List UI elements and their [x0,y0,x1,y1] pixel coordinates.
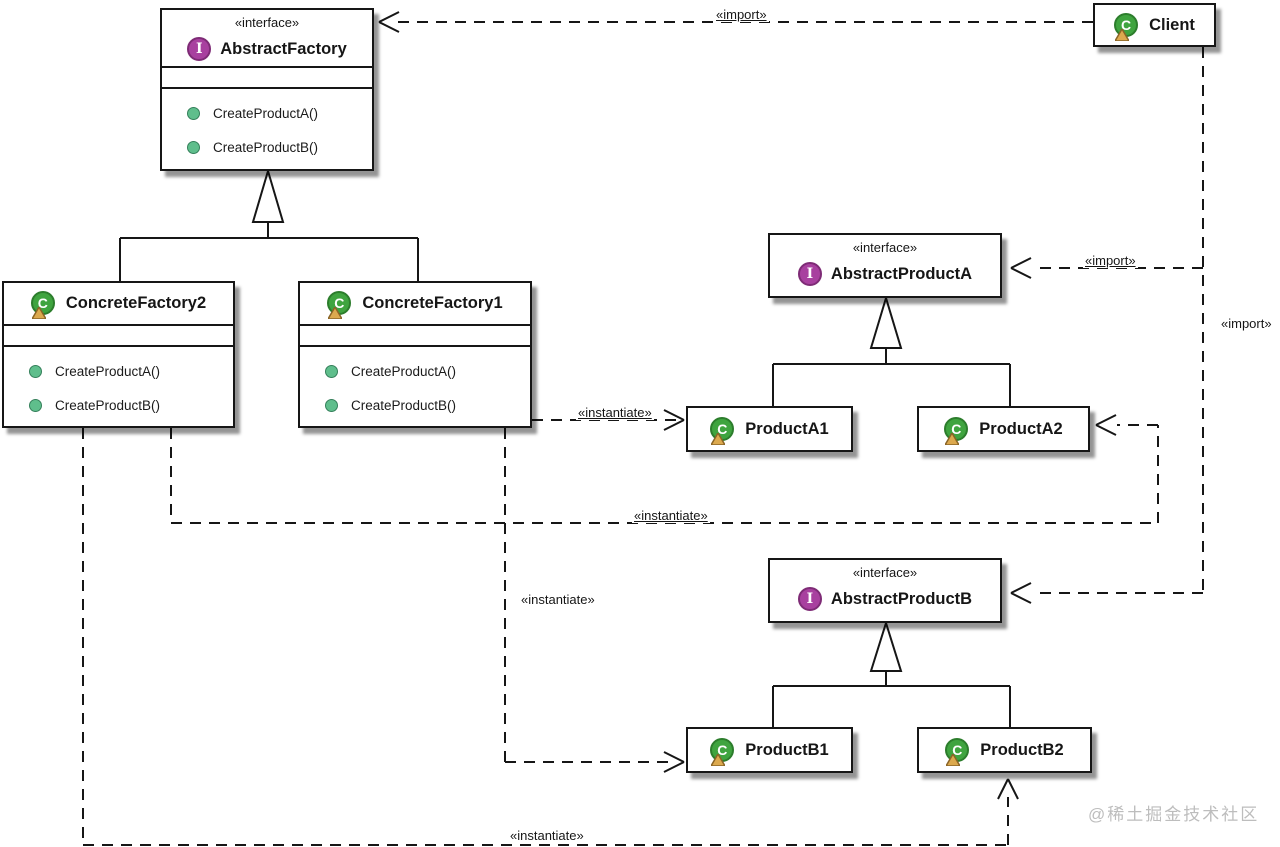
method-label: CreateProductB() [213,139,319,155]
class-badge-triangle-icon [711,753,726,766]
edge-client-import-abstractfactory [378,11,1093,33]
compartment-divider [162,87,372,89]
edge-label-instantiate-b2[interactable]: «instantiate» [510,828,584,843]
method-icon [187,106,200,120]
stereotype-label: «interface» [234,15,300,30]
compartment-divider [4,345,233,347]
interface-icon: I [797,587,822,611]
compartment-divider [300,345,530,347]
method-label: CreateProductB() [351,397,457,413]
method-row[interactable]: CreateProductA() [4,354,233,388]
method-icon [187,140,200,154]
class-icon: C [945,737,971,766]
compartment-divider [162,66,372,68]
class-name: ProductB1 [745,740,829,759]
method-row[interactable]: CreateProductB() [300,388,530,422]
method-label: CreateProductB() [55,397,161,413]
edge-label-import-product-b[interactable]: «import» [1221,316,1272,331]
class-name: ConcreteFactory2 [65,294,207,312]
compartment-divider [4,324,233,326]
class-name: AbstractProductB [830,589,973,608]
stereotype-label: «interface» [852,240,918,255]
method-row[interactable]: CreateProductA() [300,354,530,388]
method-label: CreateProductA() [55,363,161,379]
interface-icon: I [187,37,212,61]
class-box-abstract-product-a[interactable]: «interface» I AbstractProductA [768,233,1002,298]
edge-factory2-instantiate-productb2 [82,428,1019,846]
stereotype-label: «interface» [852,565,918,580]
class-box-product-b2[interactable]: C ProductB2 [917,727,1092,773]
edge-inheritance-product-a [772,294,1011,406]
method-row[interactable]: CreateProductB() [162,130,372,164]
edge-label-instantiate-a2[interactable]: «instantiate» [632,508,710,523]
class-box-product-a2[interactable]: C ProductA2 [917,406,1090,452]
method-icon [325,364,338,378]
watermark: @稀土掘金技术社区 [1088,805,1260,824]
edge-factory1-instantiate-producta1 [532,409,685,431]
class-box-abstract-product-b[interactable]: «interface» I AbstractProductB [768,558,1002,623]
class-badge-triangle-icon [1115,28,1130,41]
class-name: AbstractProductA [830,264,973,283]
class-name: ConcreteFactory1 [362,294,503,312]
class-badge-triangle-icon [945,432,960,445]
class-box-product-b1[interactable]: C ProductB1 [686,727,853,773]
edge-factory2-instantiate-producta2 [170,414,1159,524]
class-box-concrete-factory1[interactable]: C ConcreteFactory1 CreateProductA() Crea… [298,281,532,428]
method-label: CreateProductA() [351,363,457,379]
method-icon [29,398,42,412]
interface-icon: I [797,262,822,286]
edge-label-instantiate-b1[interactable]: «instantiate» [521,592,595,607]
method-icon [29,364,42,378]
edge-inheritance-factories [119,167,419,281]
class-icon: C [710,416,736,445]
edge-label-instantiate-a1[interactable]: «instantiate» [576,405,654,420]
method-icon [325,398,338,412]
class-name: ProductA1 [745,419,829,438]
method-label: CreateProductA() [213,105,319,121]
fields-compartment [4,326,233,345]
method-row[interactable]: CreateProductA() [162,96,372,130]
class-box-abstract-factory[interactable]: «interface» I AbstractFactory CreateProd… [160,8,374,171]
class-icon: C [30,291,57,319]
class-icon: C [710,737,736,766]
compartment-divider [300,324,530,326]
class-badge-triangle-icon [946,753,961,766]
edge-label-import-product-a[interactable]: «import» [1083,253,1138,268]
fields-compartment [162,68,372,87]
edge-label-import-top[interactable]: «import» [714,7,769,22]
class-name: AbstractFactory [220,39,347,58]
class-box-product-a1[interactable]: C ProductA1 [686,406,853,452]
class-icon: C [1114,12,1140,41]
edge-factory1-instantiate-productb1 [504,428,685,773]
class-icon: C [944,416,970,445]
class-name: Client [1149,15,1195,34]
class-name: ProductB2 [980,740,1064,759]
edge-inheritance-product-b [772,619,1011,727]
edge-client-import-products [1010,47,1204,604]
class-box-concrete-factory2[interactable]: C ConcreteFactory2 CreateProductA() Crea… [2,281,235,428]
class-icon: C [327,291,353,319]
class-badge-triangle-icon [328,307,343,319]
fields-compartment [300,326,530,345]
class-badge-triangle-icon [31,307,46,319]
class-box-client[interactable]: C Client [1093,3,1216,47]
method-row[interactable]: CreateProductB() [4,388,233,422]
class-badge-triangle-icon [711,432,726,445]
class-name: ProductA2 [979,419,1063,438]
